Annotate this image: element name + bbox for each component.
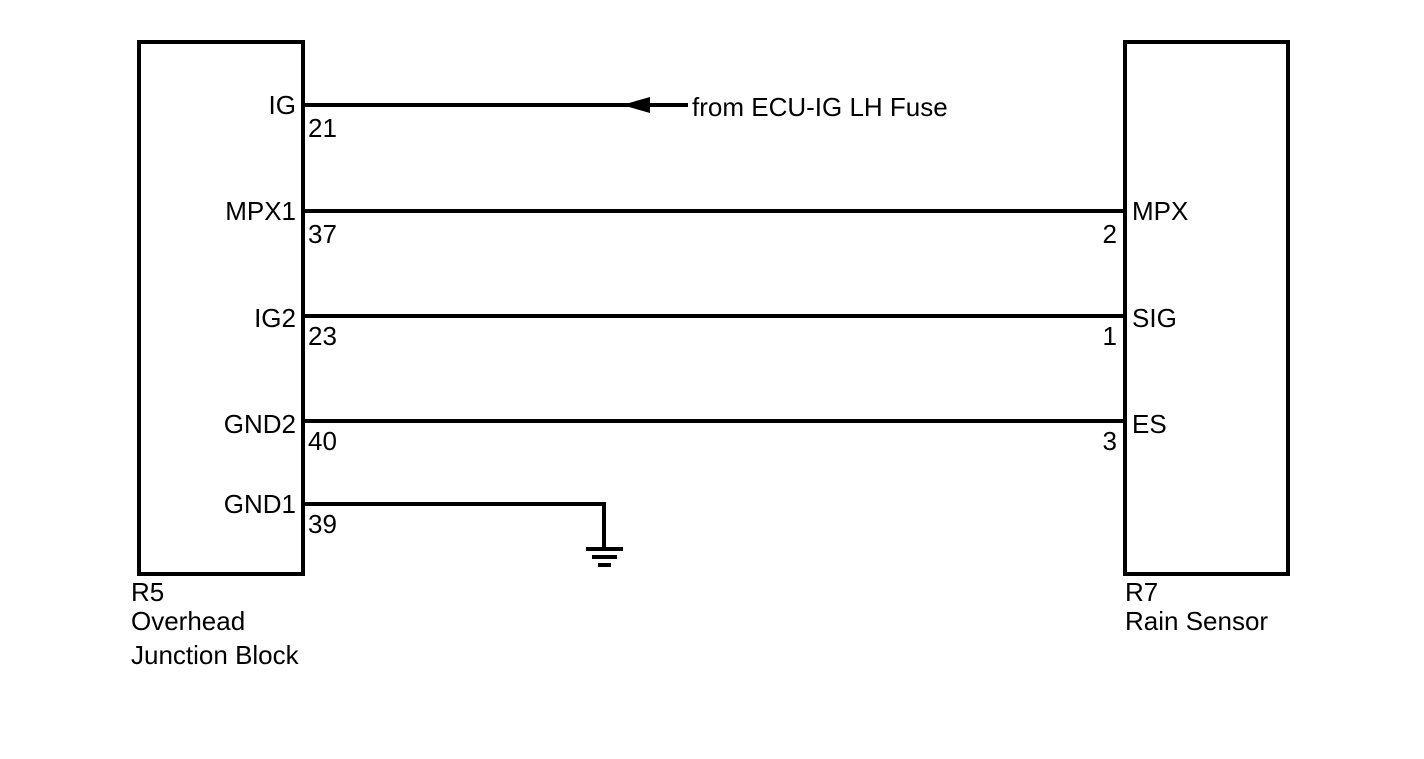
wire-ground-line — [303, 502, 606, 548]
left-component-name-line2: Junction Block — [131, 640, 300, 670]
signal-label-gnd1: GND1 — [224, 489, 296, 519]
source-note: from ECU-IG LH Fuse — [692, 92, 948, 122]
right-component-name: Rain Sensor — [1125, 606, 1268, 636]
wire-ig: IG 21 from ECU-IG LH Fuse — [269, 90, 948, 143]
signal-label-ig2: IG2 — [254, 303, 296, 333]
left-component-code: R5 — [131, 577, 164, 607]
wire-ground: GND1 39 — [224, 489, 623, 567]
signal-label-mpx: MPX — [1132, 196, 1188, 226]
signal-label-mpx1: MPX1 — [225, 196, 296, 226]
pin-label-39: 39 — [308, 509, 337, 539]
rain-sensor-box — [1123, 40, 1290, 576]
pin-label-2: 2 — [1103, 219, 1117, 249]
signal-label-gnd2: GND2 — [224, 409, 296, 439]
right-component-code: R7 — [1125, 577, 1158, 607]
pin-label-23: 23 — [308, 321, 337, 351]
wire-mpx: MPX1 37 MPX 2 — [225, 196, 1188, 249]
ground-icon — [586, 547, 623, 567]
pin-label-37: 37 — [308, 219, 337, 249]
pin-label-1: 1 — [1103, 321, 1117, 351]
pin-label-21: 21 — [308, 113, 337, 143]
arrow-left-icon — [622, 97, 650, 113]
wire-es: GND2 40 ES 3 — [224, 409, 1167, 456]
signal-label-sig: SIG — [1132, 303, 1177, 333]
pin-label-3: 3 — [1103, 426, 1117, 456]
wire-sig: IG2 23 SIG 1 — [254, 303, 1177, 351]
signal-label-es: ES — [1132, 409, 1167, 439]
signal-label-ig: IG — [269, 90, 296, 120]
overhead-junction-block-box — [137, 40, 305, 576]
pin-label-40: 40 — [308, 426, 337, 456]
left-component-name-line1: Overhead — [131, 606, 245, 636]
